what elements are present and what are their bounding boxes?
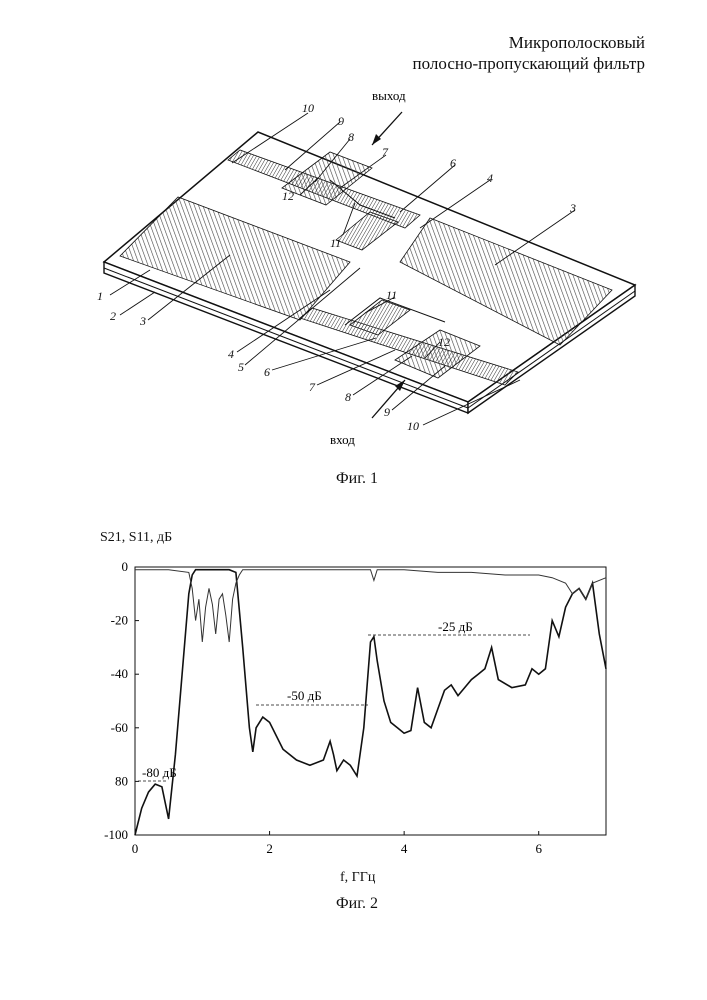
callout-2: 2 [110,309,116,323]
series-line-s11 [135,569,607,643]
callout-11-lower: 11 [386,288,397,302]
callout-9-upper: 9 [338,114,344,128]
callout-7-lower: 7 [309,380,316,394]
x-axis-label: f, ГГц [340,870,376,885]
plot-frame [134,566,607,836]
callout-6-lower: 6 [264,365,270,379]
title-line-1: Микрополосковый [508,33,645,52]
callout-10-upper: 10 [302,101,314,115]
x-tick-label: 6 [535,841,542,856]
pad-right [399,217,613,346]
x-tick-label: 0 [132,841,139,856]
upper-resonator-2 [335,211,399,251]
callout-10-lower: 10 [407,419,419,433]
annotation-25db: -25 дБ [438,619,473,634]
y-tick-label: 0 [122,559,129,574]
callout-12-lower: 12 [438,335,450,349]
title-line-2: полосно-пропускающий фильтр [412,54,645,73]
series-line-s21 [134,568,607,836]
x-tick-label: 4 [401,841,408,856]
callout-8-upper: 8 [348,130,354,144]
figure-1-drawing: выход вход 1 2 3 4 5 6 7 8 9 10 [97,88,637,447]
callout-1: 1 [97,289,103,303]
annotation-50db: -50 дБ [287,688,322,703]
figure-2-caption: Фиг. 2 [336,895,378,912]
callout-6-upper: 6 [450,156,456,170]
lower-resonator-2 [349,299,411,336]
output-label: выход [372,88,406,103]
lower-resonator [394,329,481,379]
callout-5: 5 [238,360,244,374]
y-tick-label: -20 [111,613,128,628]
pad-left [119,196,351,321]
callout-8-lower: 8 [345,390,351,404]
y-tick-label: -40 [111,666,128,681]
callout-3-right: 3 [569,201,576,215]
annotation-80db: -80 дБ [142,765,177,780]
callout-9-lower: 9 [384,405,390,419]
x-tick-label: 2 [266,841,273,856]
callout-11-upper: 11 [330,236,341,250]
callout-4-lower: 4 [228,347,234,361]
document-title: Микрополосковый полосно-пропускающий фил… [413,32,645,74]
callout-7-upper: 7 [382,145,389,159]
figure-1-caption: Фиг. 1 [336,470,378,487]
y-axis-label: S21, S11, дБ [100,530,173,545]
callout-12-upper: 12 [282,189,294,203]
y-tick-label: -60 [111,720,128,735]
callout-4-upper: 4 [487,171,493,185]
y-tick-label: 80 [115,773,128,788]
upper-resonator [281,151,373,206]
callout-3-left: 3 [139,314,146,328]
y-tick-label: -100 [104,827,128,842]
input-label: вход [330,432,355,447]
